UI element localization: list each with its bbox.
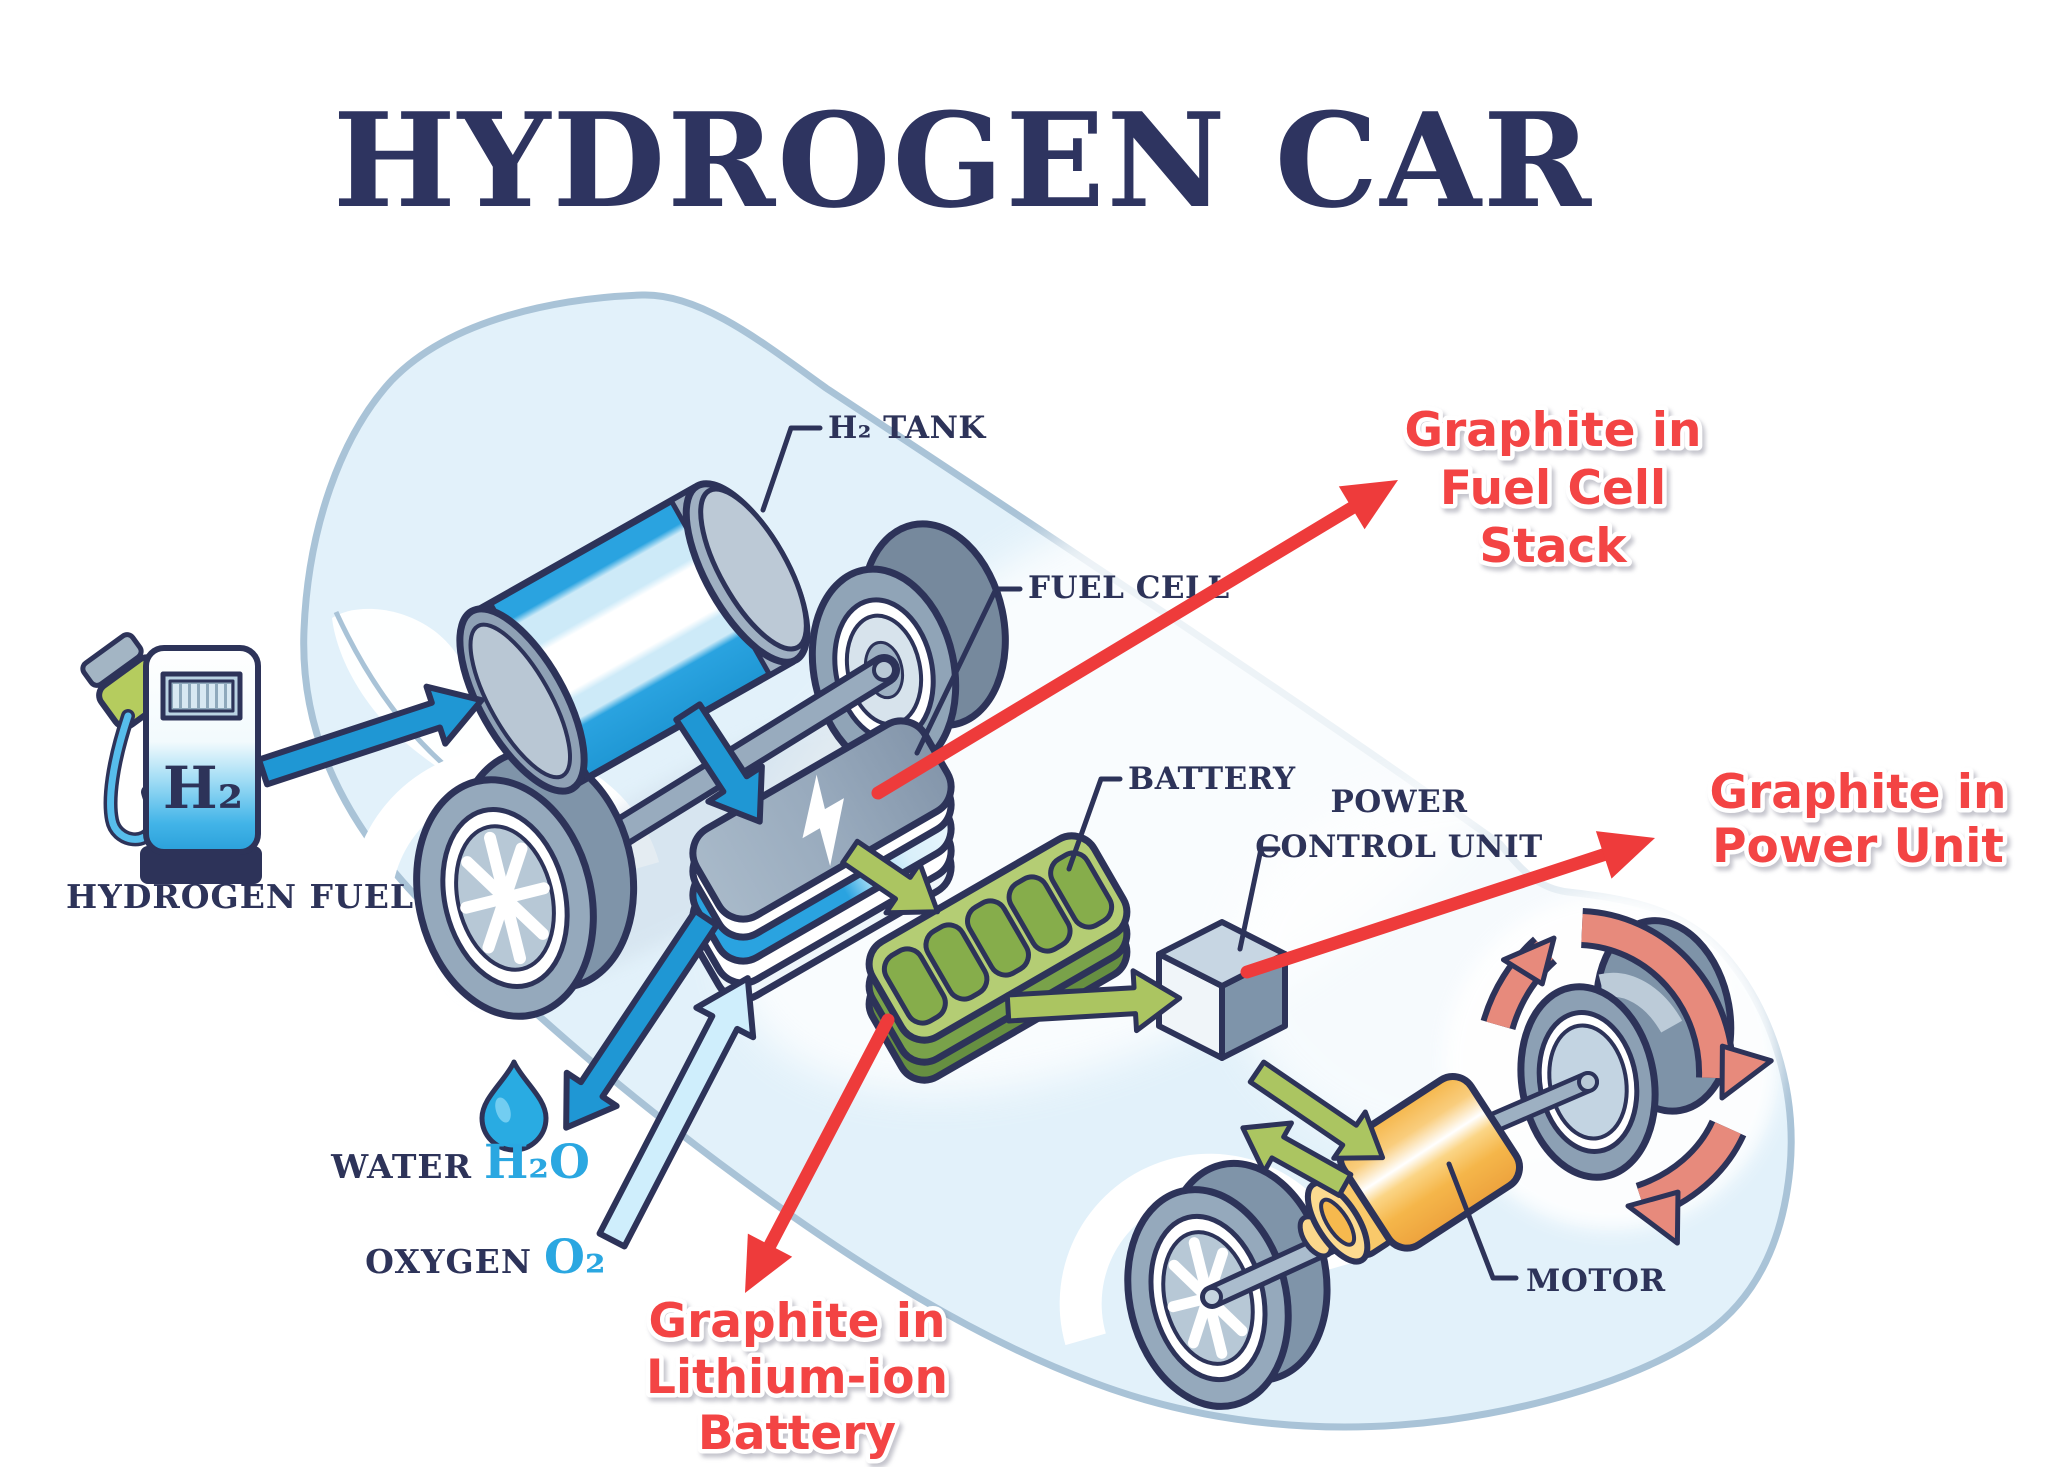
leader-power-control-unit [1237,846,1281,952]
battery-to-pcu-arrow [1004,968,1183,1034]
label-motor: MOTOR [1526,1263,1666,1299]
pump-display-bars [173,684,231,708]
battery-cell [1006,874,1073,954]
water-label: WATER [330,1147,472,1186]
oxygen-label: OXYGEN [365,1242,532,1281]
leader-battery [1066,776,1123,872]
battery-cell [923,922,990,1002]
leader-h2-tank [760,425,823,513]
pump-base [140,846,262,884]
pump-h2-label: H₂ [163,754,243,822]
label-power-line2: CONTROL UNIT [1255,829,1542,865]
water-formula: H₂O [484,1135,590,1190]
annotation-fuel-cell-stack: Graphite in Fuel Cell Stack [1400,399,1706,579]
annotation-arrow-lithium-battery [745,1013,895,1293]
wheel-rotation-arrows [1480,908,1774,1246]
label-battery: BATTERY [1128,761,1296,797]
battery-cell [881,946,948,1026]
svg-text:Battery: Battery [698,1406,896,1461]
battery-cell [1048,850,1115,930]
rotation-arrow-right [1580,908,1774,1101]
motor-to-pcu-arrow [1240,1120,1354,1198]
label-power-line1: POWER [1330,784,1467,820]
label-h2-tank: H₂ TANK [828,410,986,446]
svg-text:Lithium-ion: Lithium-ion [646,1350,948,1405]
leader-fuel-cell [914,586,1023,756]
leader-motor [1446,1161,1519,1281]
water-drop-icon [479,1059,549,1153]
svg-text:Power Unit: Power Unit [1712,819,2004,874]
annotation-arrow-power-unit [1240,831,1655,979]
battery-pack [865,832,1131,1084]
rotation-arrow-top [1480,935,1558,1031]
h2-flow-arrow [255,683,485,788]
power-control-unit [1156,919,1288,1061]
svg-text:Fuel Cell: Fuel Cell [1440,461,1666,516]
svg-text:Graphite in: Graphite in [649,1294,946,1349]
annotation-arrow-fuel-cell-stack [871,480,1398,800]
svg-text:Stack: Stack [1479,519,1628,574]
water-out-arrow [563,907,720,1131]
oxygen-in-arrow [596,975,757,1250]
lightning-icon [802,774,844,867]
tank-to-fuel-cell-arrow [673,701,765,825]
hydrogen-fuel-label: HYDROGEN FUEL [66,877,414,916]
front-left-wheel [413,747,638,1020]
svg-text:Graphite in: Graphite in [1405,403,1702,458]
pcu-to-motor-arrow [1247,1059,1386,1161]
fuel-cell-to-battery-arrow [840,838,941,916]
battery-cell [965,898,1031,978]
svg-text:Graphite in: Graphite in [1710,765,2007,820]
annotation-power-unit: Graphite in Power Unit [1705,761,2011,879]
hydrogen-pump: H₂ [80,632,262,884]
rotation-arrow-bottom [1625,1119,1747,1246]
annotation-lithium-battery: Graphite in Lithium-ion Battery [642,1290,953,1466]
oxygen-formula: O₂ [544,1230,606,1285]
page-title: HYDROGEN CAR [333,84,1593,237]
